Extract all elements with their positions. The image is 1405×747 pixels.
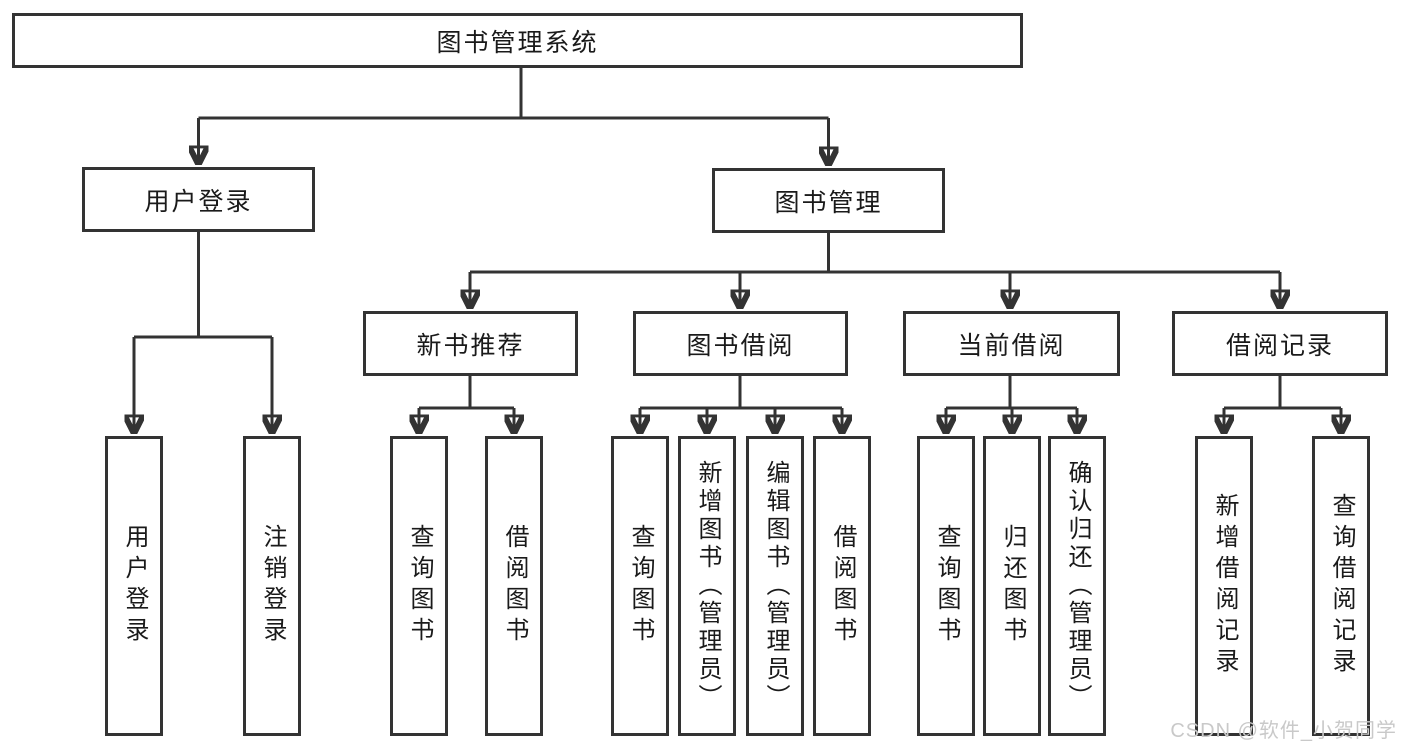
node-user-login: 用户登录 <box>82 167 315 232</box>
leaf-current-return-books: 归还图书 <box>983 436 1041 736</box>
node-root-label: 图书管理系统 <box>436 28 599 57</box>
node-root: 图书管理系统 <box>12 13 1023 68</box>
leaf-borrowing-borrow-books: 借阅图书 <box>813 436 871 736</box>
leaf-records-query-record: 查询借阅记录 <box>1312 436 1370 736</box>
node-book-borrowing-label: 图书借阅 <box>686 331 795 360</box>
leaf-current-query-books: 查询图书 <box>917 436 975 736</box>
leaf-current-query-books-label: 查询图书 <box>933 524 960 648</box>
leaf-borrowing-borrow-books-label: 借阅图书 <box>829 524 856 648</box>
node-borrowing-records-label: 借阅记录 <box>1225 331 1334 360</box>
leaf-records-add-record-label: 新增借阅记录 <box>1211 493 1238 679</box>
leaf-user-login: 用户登录 <box>105 436 163 736</box>
leaf-records-add-record: 新增借阅记录 <box>1195 436 1253 736</box>
leaf-recommend-borrow-books-label: 借阅图书 <box>501 524 528 648</box>
node-book-borrowing: 图书借阅 <box>633 311 848 376</box>
leaf-logout: 注销登录 <box>243 436 301 736</box>
leaf-user-login-label: 用户登录 <box>121 524 148 648</box>
leaf-borrowing-edit-books-admin: 编辑图书（管理员） <box>746 436 804 736</box>
node-user-login-label: 用户登录 <box>144 187 253 216</box>
leaf-borrowing-add-books-admin-label: 新增图书（管理员） <box>694 460 721 712</box>
csdn-watermark: CSDN @软件_小贺同学 <box>1170 720 1397 742</box>
leaf-logout-label: 注销登录 <box>259 524 286 648</box>
node-new-book-recommend-label: 新书推荐 <box>416 331 525 360</box>
leaf-borrowing-query-books: 查询图书 <box>611 436 669 736</box>
node-current-borrowing-label: 当前借阅 <box>957 331 1066 360</box>
leaf-recommend-borrow-books: 借阅图书 <box>485 436 543 736</box>
leaf-current-confirm-return-admin-label: 确认归还（管理员） <box>1064 460 1091 712</box>
leaf-current-return-books-label: 归还图书 <box>999 524 1026 648</box>
node-current-borrowing: 当前借阅 <box>903 311 1120 376</box>
node-book-management: 图书管理 <box>712 168 945 233</box>
leaf-recommend-query-books-label: 查询图书 <box>406 524 433 648</box>
leaf-recommend-query-books: 查询图书 <box>390 436 448 736</box>
node-borrowing-records: 借阅记录 <box>1172 311 1388 376</box>
leaf-borrowing-query-books-label: 查询图书 <box>627 524 654 648</box>
leaf-records-query-record-label: 查询借阅记录 <box>1328 493 1355 679</box>
leaf-borrowing-edit-books-admin-label: 编辑图书（管理员） <box>762 460 789 712</box>
leaf-current-confirm-return-admin: 确认归还（管理员） <box>1048 436 1106 736</box>
node-new-book-recommend: 新书推荐 <box>363 311 578 376</box>
leaf-borrowing-add-books-admin: 新增图书（管理员） <box>678 436 736 736</box>
node-book-management-label: 图书管理 <box>774 188 883 217</box>
